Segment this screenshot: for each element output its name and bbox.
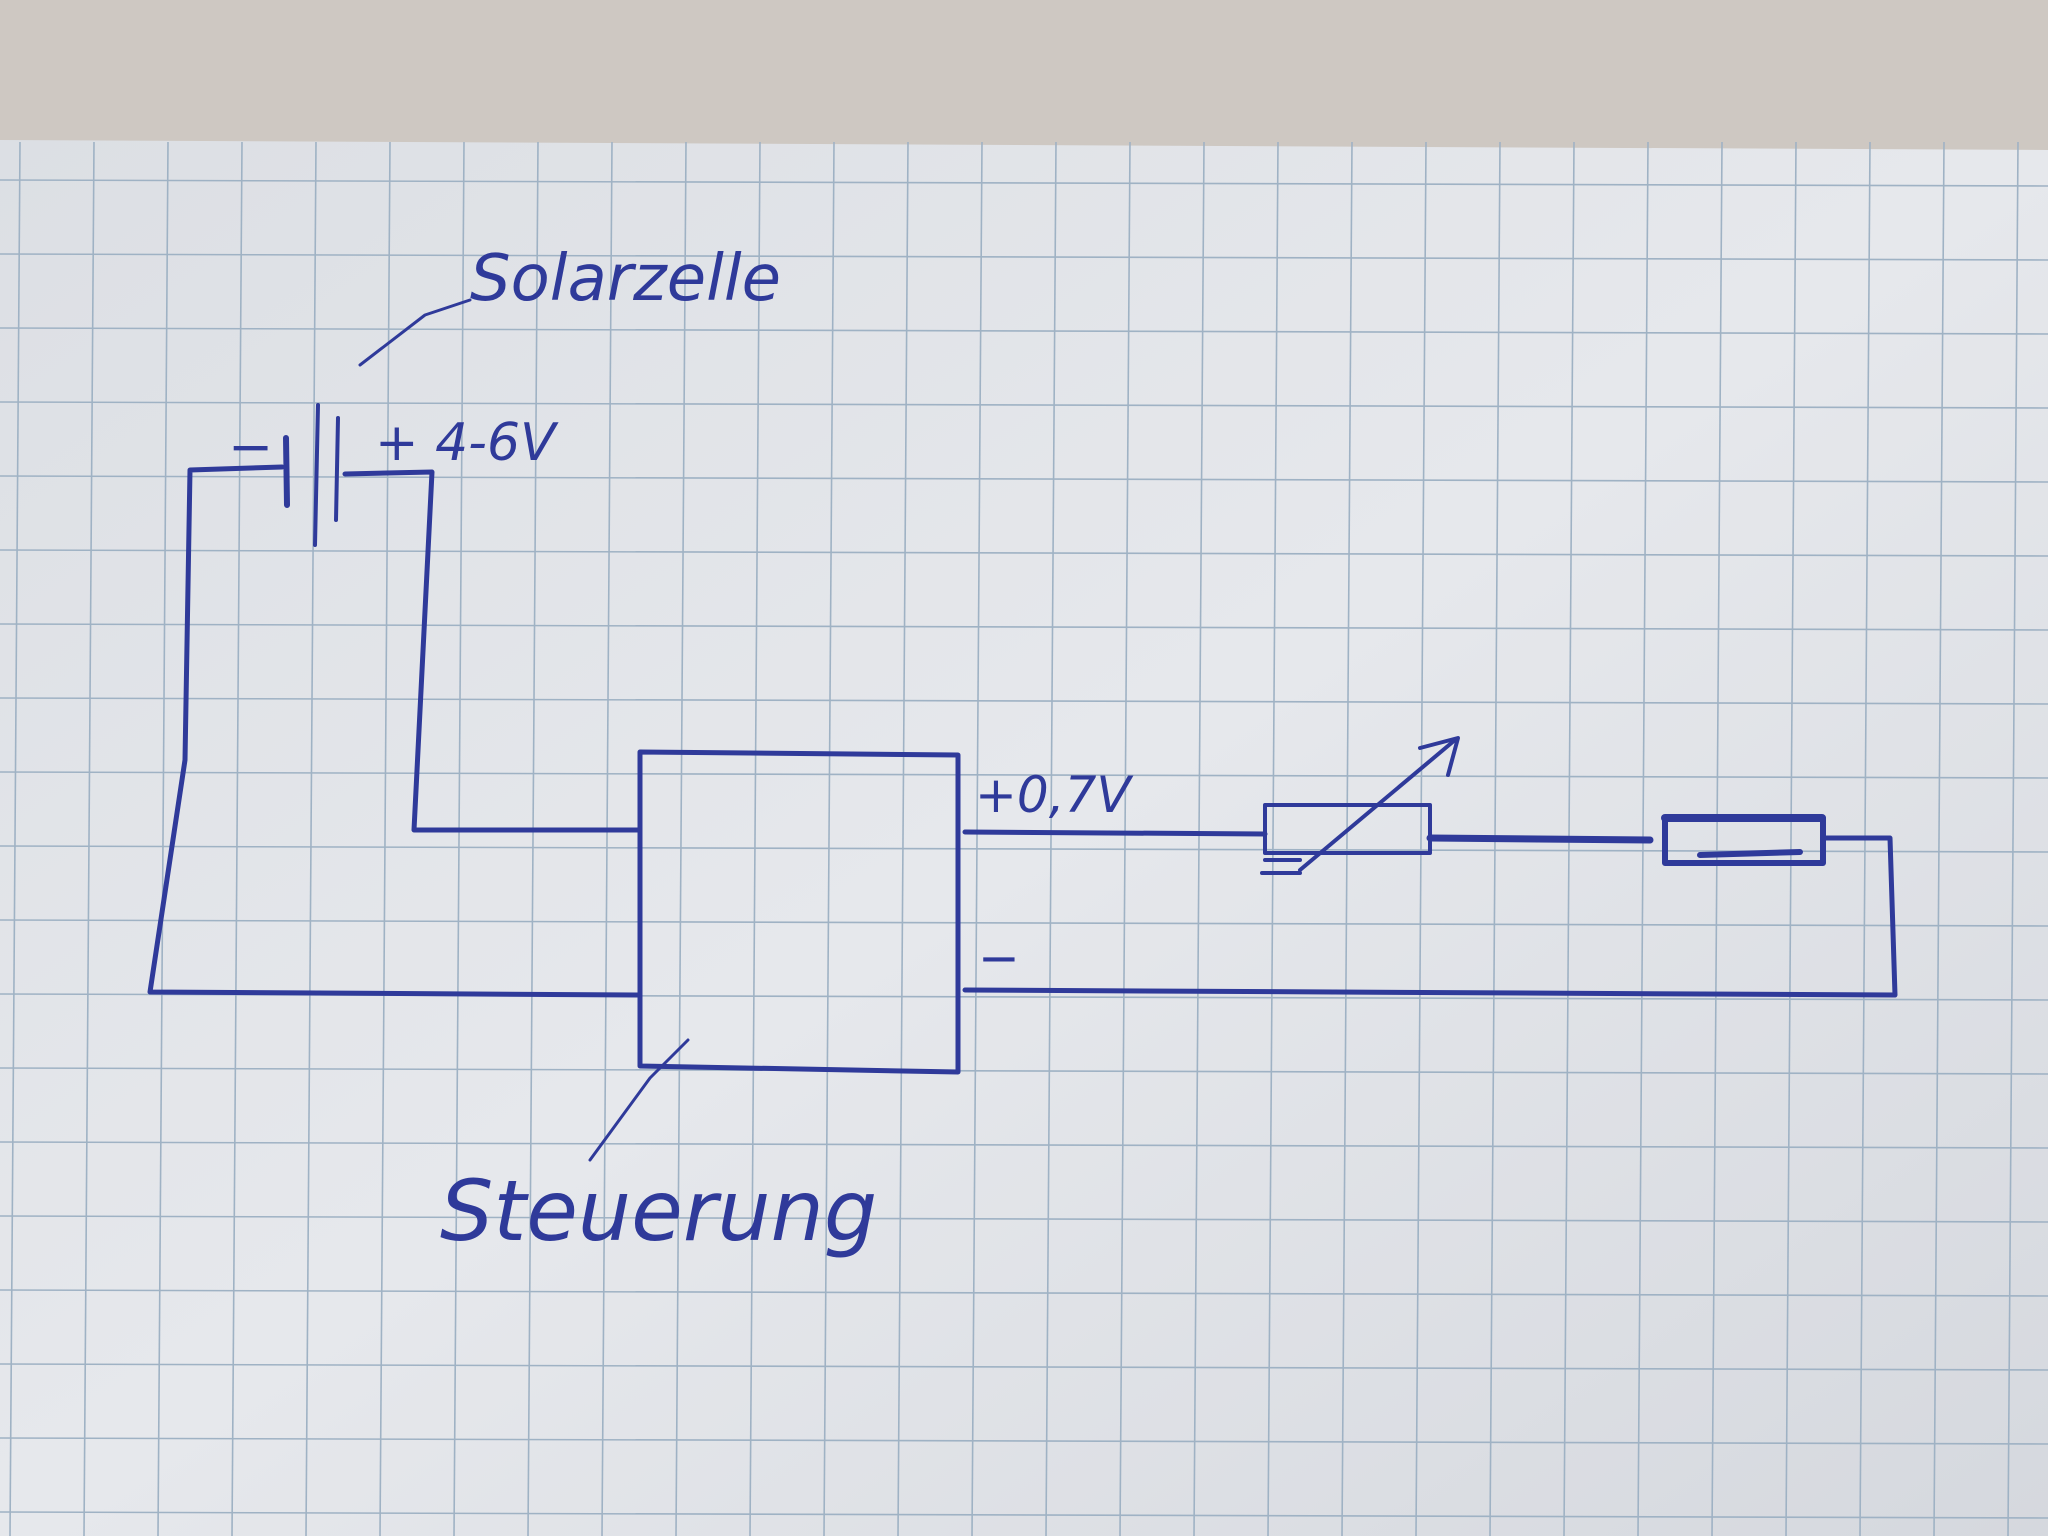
wire-battery-minus <box>147 464 643 998</box>
wire-between-resistors <box>1426 834 1654 844</box>
grid-line-vertical <box>453 141 465 1536</box>
grid-line-horizontal <box>0 1141 2048 1149</box>
controller-box <box>637 749 961 1075</box>
grid-line-vertical <box>1267 141 1279 1536</box>
solar-cell-plate-short <box>283 435 290 508</box>
grid-line-vertical <box>1119 141 1131 1536</box>
grid-line-vertical <box>231 141 243 1536</box>
grid-line-vertical <box>83 141 95 1536</box>
wire-return-minus <box>962 835 1898 998</box>
graph-grid <box>0 141 2048 1536</box>
wire-battery-plus <box>342 469 643 833</box>
label-battery-minus: − <box>228 415 273 478</box>
grid-line-horizontal <box>0 697 2048 705</box>
fixed-resistor-inner-line <box>1697 849 1803 858</box>
grid-line-vertical <box>675 141 687 1536</box>
grid-line-vertical <box>971 141 983 1536</box>
grid-line-vertical <box>2007 141 2019 1536</box>
label-controller: Steuerung <box>440 1162 877 1260</box>
variable-resistor-arrow-shaft <box>1298 738 1457 872</box>
solar-cell-plate-long-2 <box>334 416 340 522</box>
grid-line-vertical <box>157 141 169 1536</box>
grid-line-vertical <box>1785 141 1797 1536</box>
grid-line-vertical <box>1711 141 1723 1536</box>
grid-line-horizontal <box>0 1289 2048 1297</box>
variable-resistor <box>1263 803 1432 855</box>
grid-line-horizontal <box>0 919 2048 927</box>
grid-line-horizontal <box>0 1437 2048 1445</box>
label-output-plus: +0,7V <box>975 766 1134 824</box>
grid-line-horizontal <box>0 327 2048 335</box>
grid-line-horizontal <box>0 1215 2048 1223</box>
variable-resistor-arrow-head <box>1418 736 1460 777</box>
grid-line-vertical <box>379 141 391 1536</box>
paper-sheet <box>0 140 2048 1536</box>
grid-line-horizontal <box>0 179 2048 187</box>
variable-resistor-base <box>1260 858 1302 875</box>
grid-line-vertical <box>305 141 317 1536</box>
grid-line-horizontal <box>0 475 2048 483</box>
grid-line-horizontal <box>0 771 2048 779</box>
grid-line-horizontal <box>0 253 2048 261</box>
grid-line-vertical <box>1415 141 1427 1536</box>
label-solar-cell: Solarzelle <box>470 242 781 316</box>
grid-line-horizontal <box>0 549 2048 557</box>
grid-line-horizontal <box>0 1511 2048 1519</box>
grid-line-horizontal <box>0 1067 2048 1075</box>
grid-line-vertical <box>1045 141 1057 1536</box>
grid-line-vertical <box>9 141 21 1536</box>
controller-leader-line <box>588 1038 690 1162</box>
solar-cell-plate-long <box>313 403 320 547</box>
grid-line-horizontal <box>0 845 2048 853</box>
label-input-voltage: + 4-6V <box>375 413 559 473</box>
wire-output-plus <box>962 829 1268 837</box>
grid-line-vertical <box>1341 141 1353 1536</box>
grid-line-vertical <box>1193 141 1205 1536</box>
grid-line-vertical <box>527 141 539 1536</box>
grid-line-vertical <box>823 141 835 1536</box>
label-output-minus: − <box>978 929 1020 987</box>
grid-line-horizontal <box>0 1363 2048 1371</box>
grid-line-vertical <box>1933 141 1945 1536</box>
grid-line-vertical <box>601 141 613 1536</box>
grid-line-horizontal <box>0 623 2048 631</box>
grid-line-horizontal <box>0 401 2048 409</box>
solar-cell-leader-line <box>358 298 472 367</box>
grid-line-vertical <box>897 141 909 1536</box>
grid-line-vertical <box>749 141 761 1536</box>
